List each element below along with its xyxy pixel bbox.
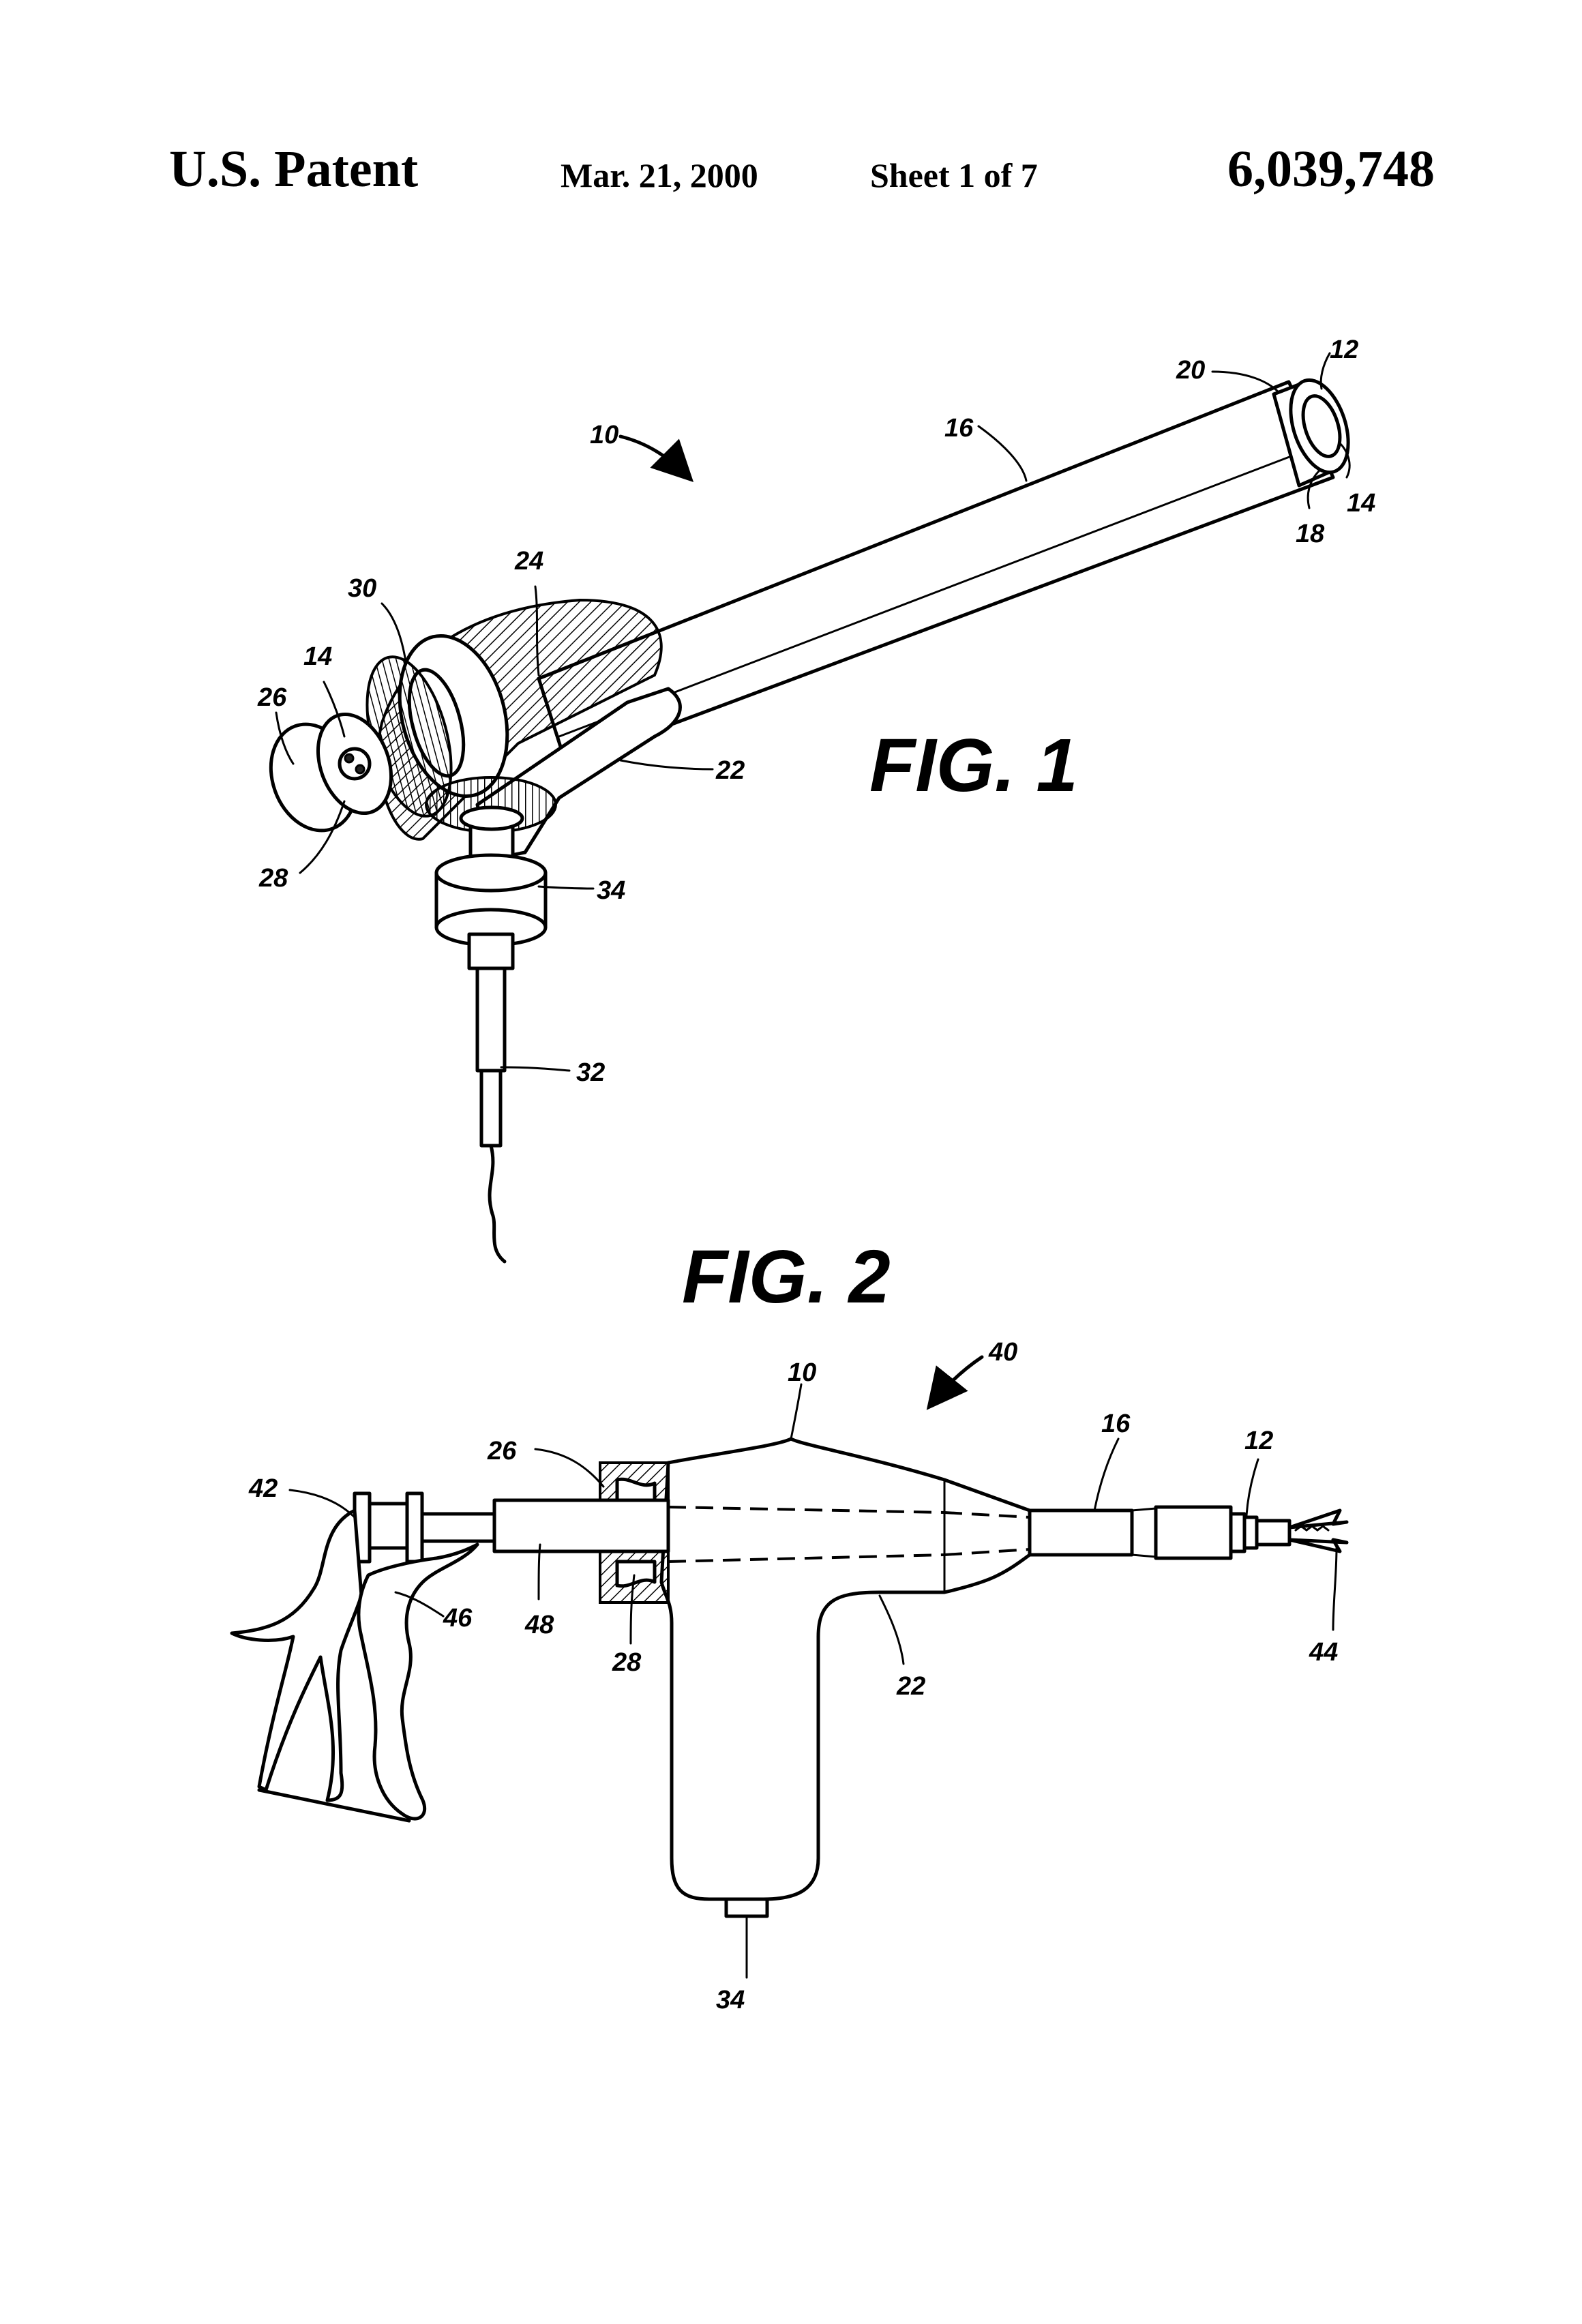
fig2-rod [417, 1498, 670, 1553]
fig1-ref-20: 20 [1176, 356, 1205, 385]
fig1-ref-24: 24 [514, 547, 543, 576]
fig1-distal-tip [1272, 378, 1350, 488]
fig2-ref-48: 48 [524, 1611, 554, 1639]
fig2-ref-28: 28 [612, 1648, 642, 1677]
fig1-ref-14a: 14 [303, 642, 332, 671]
patent-date: Mar. 21, 2000 [561, 156, 758, 194]
fig2-ref-12: 12 [1244, 1427, 1273, 1455]
fig2-body [659, 1437, 1032, 1918]
fig1-ref-26: 26 [257, 683, 287, 712]
sheet-number: Sheet 1 of 7 [870, 156, 1038, 194]
fig1-shaft [537, 380, 1335, 766]
fig2-ref-42: 42 [248, 1474, 278, 1503]
fig2-ref-34: 34 [716, 1986, 745, 2014]
fig2-ref-16: 16 [1101, 1410, 1131, 1438]
fig1-ref-10: 10 [590, 421, 618, 449]
fig2-ref-46: 46 [443, 1604, 473, 1633]
fig2-ref-22: 22 [896, 1672, 925, 1701]
fig1-ref-32: 32 [576, 1058, 605, 1087]
fig2-ref-40: 40 [988, 1338, 1017, 1367]
patent-label: U.S. Patent [169, 140, 419, 198]
fig1-ref-18: 18 [1296, 520, 1325, 548]
fig1-cable-assembly [434, 805, 548, 1264]
fig1-ref-16: 16 [944, 414, 974, 443]
fig1-ref-14b: 14 [1347, 489, 1375, 518]
fig1-title: FIG. 1 [869, 724, 1078, 807]
fig2-ref-10: 10 [788, 1358, 816, 1387]
fig1-ref-34: 34 [597, 876, 625, 905]
fig2-ref-26: 26 [487, 1437, 517, 1465]
fig2-trigger-handle [230, 1491, 479, 1823]
fig1-ref-30: 30 [348, 574, 376, 603]
fig1-housing [365, 598, 682, 861]
fig2-shaft [1028, 1505, 1349, 1560]
fig1-ref-28: 28 [258, 864, 288, 893]
fig1-ref-12: 12 [1330, 336, 1358, 364]
fig2-reference-labels: 40 10 16 12 44 26 42 46 48 28 22 34 [248, 1338, 1338, 2014]
fig1-drawing: 10 16 20 12 14 18 24 30 14 26 28 22 [257, 336, 1375, 1264]
fig1-reference-labels: 10 16 20 12 14 18 24 30 14 26 28 22 [257, 336, 1375, 1087]
fig2-ref-44: 44 [1309, 1638, 1338, 1667]
fig2-title: FIG. 2 [682, 1235, 891, 1319]
fig1-ref-22: 22 [715, 756, 745, 785]
fig2-drawing: 40 10 16 12 44 26 42 46 48 28 22 34 [230, 1338, 1349, 2014]
patent-number: 6,039,748 [1227, 140, 1435, 198]
fig2-internal-channel [668, 1506, 1030, 1563]
